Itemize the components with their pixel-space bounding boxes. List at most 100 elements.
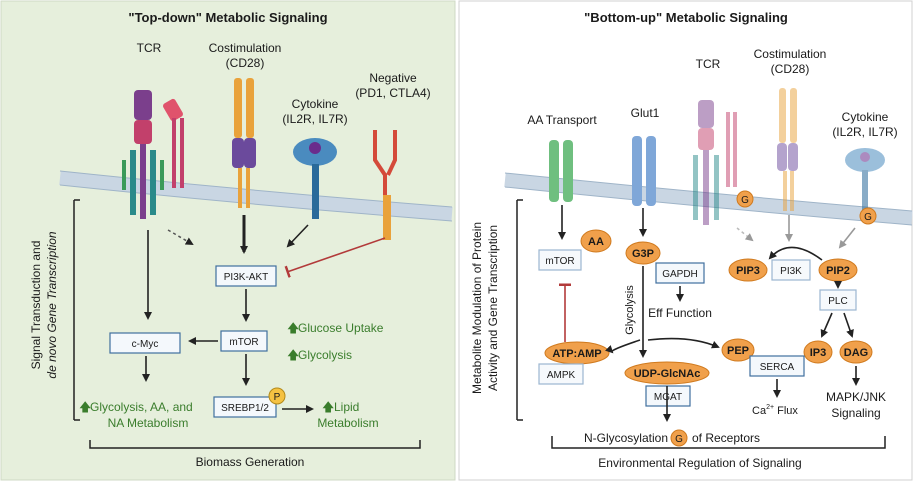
right-side-label: Metabolite Modulation of Protein: [470, 222, 484, 394]
srebp-label: SREBP1/2: [221, 403, 269, 414]
arrow-plc-to-ip3: [820, 312, 833, 338]
pi3k-node: [771, 259, 811, 281]
lipid-label: Lipid: [334, 400, 359, 414]
glucose-uptake-label: Glucose Uptake: [298, 321, 384, 335]
lipid-metabolism-label: Metabolism: [317, 416, 378, 430]
arrow-cytokine-to-pip2: [838, 227, 856, 249]
dag-metabolite-label: DAG: [844, 347, 868, 359]
of-receptors-label: of Receptors: [692, 431, 760, 445]
ca-flux-tail: Flux: [774, 405, 798, 417]
right-tcr-receptor-icon: [693, 100, 737, 225]
pep-metabolite-label: PEP: [727, 345, 749, 357]
up-arrow-glycolysis: 🡅: [287, 348, 299, 362]
ampk-node: [538, 363, 584, 385]
aa-metabolite: [580, 229, 612, 253]
udp-glcnac-metabolite: [624, 361, 710, 385]
nglycosylation-label: N-Glycosylation: [584, 431, 668, 445]
biomass-label: Biomass Generation: [196, 455, 305, 469]
right-bottom-bracket: [551, 436, 886, 449]
g3p-metabolite: [625, 241, 661, 265]
glycan-badge-tcr-label: G: [741, 195, 749, 206]
glycolysis-rotated-label: Glycolysis: [624, 285, 636, 335]
glycan-badge-cytokine: [859, 207, 877, 225]
glut1-label: Glut1: [631, 106, 660, 120]
arrow-plc-to-dag: [843, 312, 854, 338]
left-membrane: [59, 171, 453, 221]
right-mtor-node: [538, 249, 582, 271]
pip3-metabolite: [728, 258, 768, 282]
g3p-metabolite-label: G3P: [632, 248, 654, 260]
environmental-regulation-label: Environmental Regulation of Signaling: [598, 456, 801, 470]
pi3k-akt-label: PI3K-AKT: [224, 272, 268, 283]
aa-metabolite-label: AA: [588, 236, 604, 248]
srebp-node: [213, 396, 277, 418]
atp-amp-metabolite-label: ATP:AMP: [552, 348, 601, 360]
left-cytokine-label-2: (IL2R, IL7R): [282, 112, 347, 126]
left-tcr-label: TCR: [137, 41, 162, 55]
right-tcr-label: TCR: [696, 57, 721, 71]
cmyc-node: [109, 332, 181, 354]
left-membrane-edge-inner: [59, 184, 453, 222]
mgat-label: MGAT: [654, 392, 682, 403]
up-arrow-lipid: 🡅: [322, 400, 334, 414]
arrow-cytokine-to-pi3k: [286, 224, 309, 248]
pi3k-akt-node: [215, 265, 277, 287]
right-title: "Bottom-up" Metabolic Signaling: [584, 10, 788, 25]
right-costim-label-2: (CD28): [771, 62, 810, 76]
ip3-metabolite-label: IP3: [810, 347, 827, 359]
glycan-badge-bottom-label: G: [675, 434, 683, 445]
left-panel: "Top-down" Metabolic Signaling TCR Costi…: [0, 0, 456, 481]
up-arrow-glucose: 🡅: [287, 321, 299, 335]
right-cd28-receptor-icon: [777, 88, 798, 211]
right-panel: "Bottom-up" Metabolic Signaling AA Trans…: [458, 0, 913, 481]
left-membrane-edge-outer: [59, 170, 453, 208]
arrow-glycolysis-to-atp: [604, 339, 641, 354]
eff-function-label: Eff Function: [648, 306, 712, 320]
ca-flux-base: Ca: [752, 405, 767, 417]
left-side-label: Signal Transduction and: [29, 241, 43, 370]
left-negative-label: Negative: [369, 71, 417, 85]
signaling-label: Signaling: [831, 406, 880, 420]
aa-transport-label: AA Transport: [527, 113, 597, 127]
ip3-metabolite: [803, 340, 833, 364]
dag-metabolite: [839, 340, 873, 364]
up-arrow-gly-aa: 🡅: [79, 400, 91, 414]
left-cytokine-receptor-icon: [293, 138, 337, 219]
aa-transporter-icon: [549, 140, 573, 202]
pip3-metabolite-label: PIP3: [736, 265, 760, 277]
arrow-tcr-to-pi3k-dashed: [167, 229, 194, 246]
pi3k-label: PI3K: [780, 266, 802, 277]
na-metabolism-label: NA Metabolism: [108, 416, 189, 430]
phospho-label: P: [274, 392, 281, 403]
ca-flux-label: Ca2+ Flux: [752, 404, 798, 417]
left-side-label-2: de novo Gene Transcription: [45, 231, 59, 379]
mapk-label: MAPK/JNK: [826, 390, 886, 404]
glycan-badge-bottom: [670, 429, 688, 447]
left-bottom-bracket: [89, 440, 421, 449]
right-mtor-label: mTOR: [545, 256, 574, 267]
ampk-label: AMPK: [547, 370, 576, 381]
glycolysis-label: Glycolysis: [298, 348, 352, 362]
ca-flux-sup: 2+: [766, 404, 774, 411]
right-side-label-2: Activity and Gene Transcription: [486, 225, 500, 391]
right-costim-label: Costimulation: [754, 47, 827, 61]
left-side-bracket-ends: [74, 199, 80, 421]
left-cytokine-label: Cytokine: [292, 97, 339, 111]
right-cytokine-label-2: (IL2R, IL7R): [832, 125, 897, 139]
gapdh-label: GAPDH: [662, 269, 698, 280]
cmyc-label: c-Myc: [132, 339, 159, 350]
plc-node: [819, 289, 857, 311]
right-cytokine-label: Cytokine: [842, 110, 889, 124]
left-negative-receptor-icon: [373, 130, 397, 240]
serca-node: [749, 355, 805, 377]
mgat-node: [645, 385, 691, 407]
left-cd28-receptor-icon: [232, 78, 256, 208]
plc-label: PLC: [828, 296, 847, 307]
glut1-icon: [632, 136, 656, 206]
pep-metabolite: [721, 338, 755, 362]
inhibit-negative-to-pi3k: [284, 237, 386, 278]
udp-glcnac-metabolite-label: UDP-GlcNAc: [634, 368, 701, 380]
arrow-pip2-to-pip3: [768, 246, 823, 261]
